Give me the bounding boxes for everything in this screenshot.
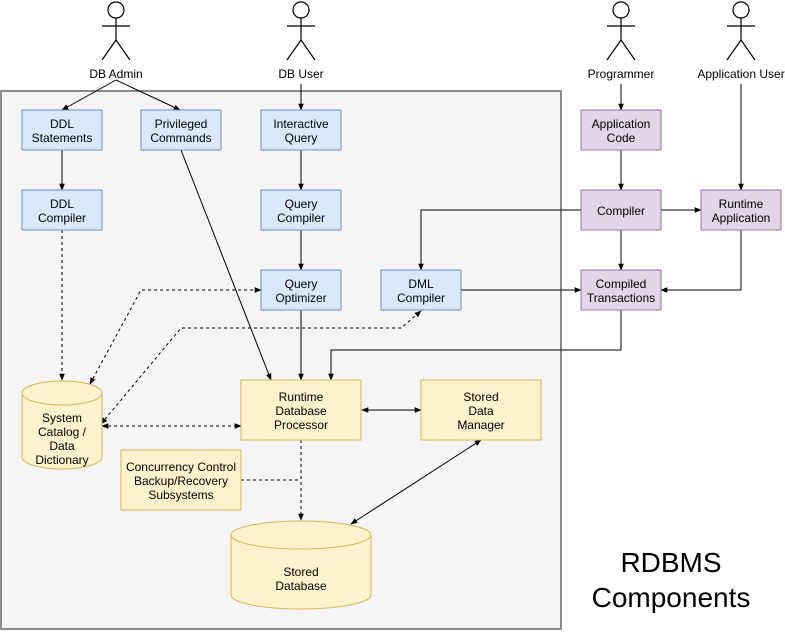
actor-application-user xyxy=(726,1,756,61)
actor-label-db-user: DB User xyxy=(278,67,323,81)
edge-admin-to-ddl xyxy=(61,79,117,111)
actor-db-user xyxy=(286,1,316,61)
edge-datamanager-to-storeddb xyxy=(350,439,482,525)
actor-label-application-user: Application User xyxy=(697,67,784,81)
actor-label-db-admin: DB Admin xyxy=(89,67,142,81)
actor-head-icon xyxy=(612,1,630,19)
node-label: Compiler xyxy=(597,204,645,218)
node-compiler: Compiler xyxy=(580,189,662,231)
edge-catalog-optimizer xyxy=(89,287,262,385)
edge-catalog-dmlcompiler xyxy=(100,310,422,425)
actor-head-icon xyxy=(107,1,125,19)
actor-head-icon xyxy=(292,1,310,19)
edge-admin-to-privileged xyxy=(115,79,181,111)
edge-compiler-to-dmlcompiler xyxy=(418,209,581,271)
actor-head-icon xyxy=(732,1,750,19)
actor-programmer xyxy=(606,1,636,61)
actor-label-programmer: Programmer xyxy=(588,67,655,81)
edge-runtimeapp-to-compiledtx xyxy=(660,230,742,293)
actor-db-admin xyxy=(101,1,131,61)
